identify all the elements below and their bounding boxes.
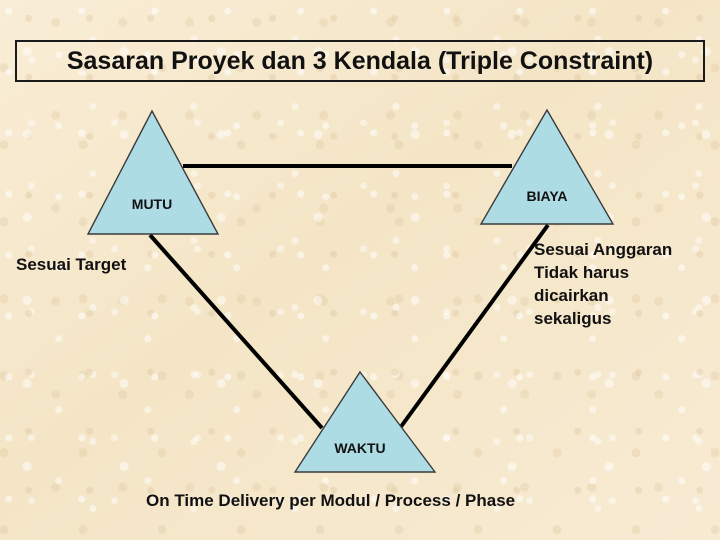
description-biaya-line-1: Sesuai Anggaran — [534, 240, 673, 259]
triangle-label-biaya: BIAYA — [526, 188, 568, 204]
description-waktu: On Time Delivery per Modul / Process / P… — [146, 491, 516, 510]
description-biaya-line-3: dicairkan — [534, 286, 609, 305]
connector-mutu-waktu — [148, 233, 324, 430]
triangle-waktu[interactable] — [293, 370, 437, 473]
description-biaya-line-4: sekaligus — [534, 309, 612, 328]
description-biaya-line-2: Tidak harus — [534, 263, 630, 282]
description-biaya: Sesuai Anggaran Tidak harus dicairkan se… — [534, 238, 672, 330]
triangle-label-mutu: MUTU — [131, 196, 173, 212]
page-title: Sasaran Proyek dan 3 Kendala (Triple Con… — [66, 46, 654, 75]
connector-biaya-waktu — [398, 223, 550, 430]
description-mutu: Sesuai Target — [16, 255, 127, 274]
slide-title-box: Sasaran Proyek dan 3 Kendala (Triple Con… — [15, 40, 705, 82]
triangle-biaya[interactable] — [479, 108, 615, 225]
triangle-mutu[interactable] — [86, 109, 220, 235]
triangle-label-waktu: WAKTU — [334, 440, 386, 456]
